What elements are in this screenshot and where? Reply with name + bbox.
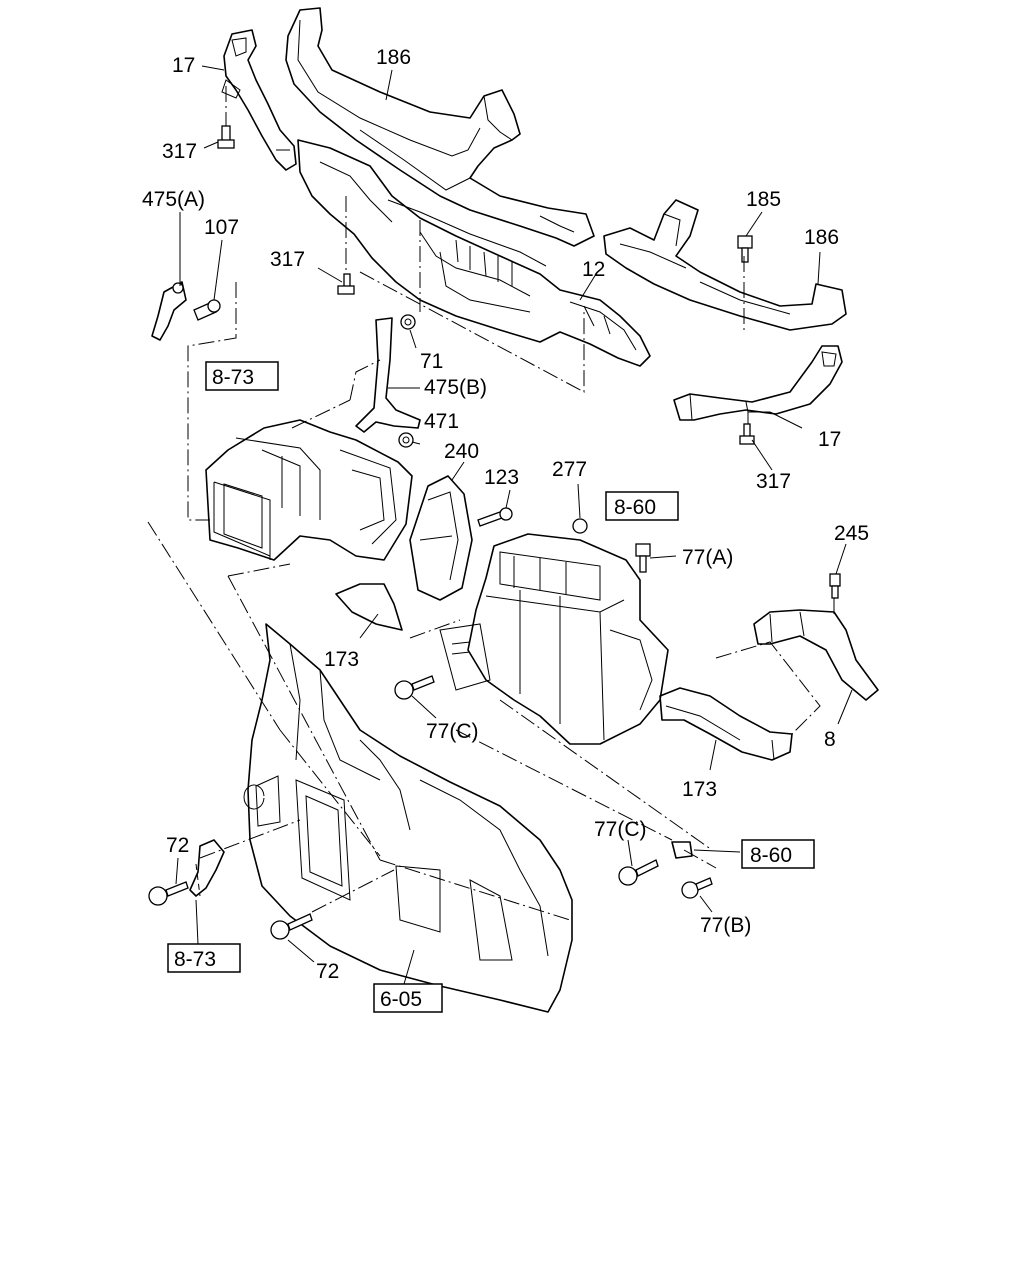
callout-72-left: 72	[166, 834, 189, 857]
nut-475a	[172, 282, 184, 294]
callout-77b: 77(B)	[700, 914, 751, 937]
bracket-8-60-lower	[671, 841, 693, 859]
ref-box-8-60-right: 8-60	[741, 839, 815, 869]
defroster-duct-186	[285, 7, 595, 247]
callout-277: 277	[552, 458, 587, 481]
side-duct-17-top	[221, 29, 297, 171]
dash-panel	[243, 623, 573, 1013]
fasteners	[148, 125, 841, 940]
callout-77c-upper: 77(C)	[426, 720, 479, 743]
svg-text:8-60: 8-60	[614, 496, 656, 519]
bracket-475b	[355, 317, 421, 433]
ref-box-8-73-bottom: 8-73	[167, 943, 241, 973]
callout-72-lower: 72	[316, 960, 339, 983]
bolt-317-right	[739, 423, 755, 445]
screw-123	[477, 507, 513, 527]
heater-core-unit	[439, 533, 669, 745]
bolt-77c-upper	[394, 675, 435, 700]
ref-box-8-73-top: 8-73	[205, 361, 279, 391]
callout-186-right: 186	[804, 226, 839, 249]
center-duct-12	[297, 139, 651, 367]
callout-17-right: 17	[818, 428, 841, 451]
svg-text:8-60: 8-60	[750, 844, 792, 867]
callout-475a: 475(A)	[142, 188, 205, 211]
side-duct-17-right	[673, 345, 843, 421]
bolt-77a	[635, 543, 651, 573]
callout-186-top: 186	[376, 46, 411, 69]
svg-text:8-73: 8-73	[212, 366, 254, 389]
callout-240: 240	[444, 440, 479, 463]
filter-cover-240	[409, 475, 473, 601]
callout-8: 8	[824, 728, 836, 751]
bolt-77c-lower	[618, 859, 659, 886]
callout-317-top: 317	[162, 140, 197, 163]
leader-lines	[175, 65, 853, 985]
callout-475b: 475(B)	[424, 376, 487, 399]
floor-duct-8	[753, 609, 879, 701]
callout-317-right: 317	[756, 470, 791, 493]
defroster-duct-186-right	[603, 199, 847, 331]
reference-boxes: 8-73 8-60 8-60 8-73 6-05	[167, 361, 815, 1013]
bolt-317-mid	[337, 273, 355, 295]
bolt-317-top	[217, 125, 235, 149]
callout-77a: 77(A)	[682, 546, 733, 569]
bolt-72-lower	[270, 913, 313, 940]
callout-317-mid: 317	[270, 248, 305, 271]
callout-12: 12	[582, 258, 605, 281]
ref-box-6-05: 6-05	[373, 983, 443, 1013]
svg-text:8-73: 8-73	[174, 948, 216, 971]
duct-173-lower	[659, 687, 793, 761]
nut-471	[398, 432, 414, 448]
callout-173-lower: 173	[682, 778, 717, 801]
duct-173-left	[335, 583, 403, 631]
ref-box-8-60-top: 8-60	[605, 491, 679, 521]
callout-123: 123	[484, 466, 519, 489]
callout-17-top: 17	[172, 54, 195, 77]
assembly-lines	[147, 86, 835, 921]
bolt-245	[829, 573, 841, 599]
callout-471: 471	[424, 410, 459, 433]
callout-173-left: 173	[324, 648, 359, 671]
nut-277	[572, 518, 588, 534]
callout-77c-lower: 77(C)	[594, 818, 647, 841]
bracket-8-73-lower	[189, 839, 225, 897]
callout-185: 185	[746, 188, 781, 211]
bolt-72-left	[148, 881, 189, 906]
callout-245: 245	[834, 522, 869, 545]
callout-71: 71	[420, 350, 443, 373]
blower-unit	[205, 419, 413, 561]
screw-107	[193, 299, 221, 321]
callout-107: 107	[204, 216, 239, 239]
bolt-185	[737, 235, 753, 263]
nut-71	[400, 314, 416, 330]
svg-text:6-05: 6-05	[380, 988, 422, 1011]
callout-labels: 17 186 317 475(A) 107 317 12 185 186 71 …	[142, 46, 869, 983]
bolt-77b	[681, 877, 713, 899]
